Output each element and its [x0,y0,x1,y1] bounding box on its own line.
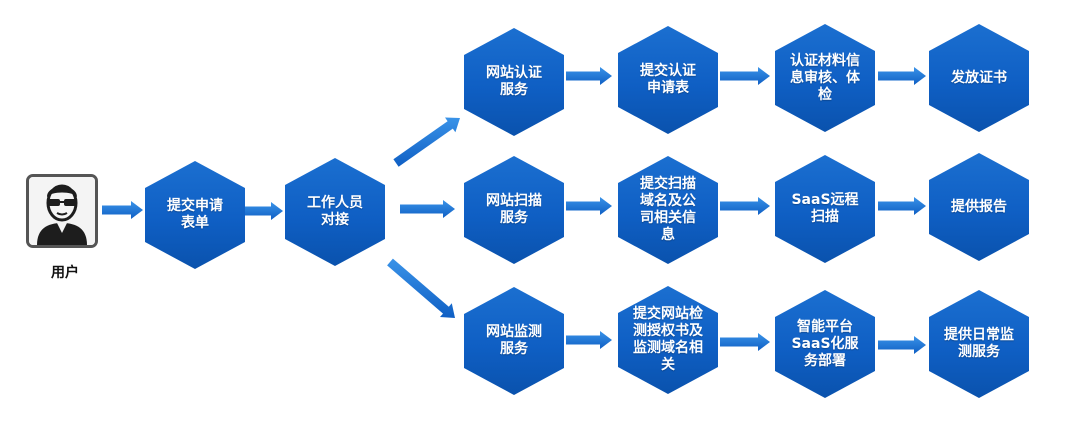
arrow-scan-to-info [566,197,612,215]
node-submit-scan-info: 提交扫描 域名及公 司相关信 息 [618,156,718,264]
user-label: 用户 [51,265,79,281]
node-submit-monitor-auth-label: 提交网站检 测授权书及 监测域名相 关 [633,306,703,373]
user-sunglasses-icon [29,177,95,245]
node-scan-service-label: 网站扫描 服务 [486,193,542,226]
node-saas-remote-scan-label: SaaS远程 扫描 [791,192,859,225]
node-cert-review-label: 认证材料信 息审核、体 检 [790,52,860,103]
arrow-auth-to-deploy [720,333,770,351]
arrow-user-to-form [102,201,143,219]
node-saas-remote-scan: SaaS远程 扫描 [775,155,875,263]
node-submit-scan-info-label: 提交扫描 域名及公 司相关信 息 [640,176,696,243]
node-provide-report: 提供报告 [929,153,1029,261]
node-issue-cert-label: 发放证书 [951,69,1007,86]
node-daily-monitor-label: 提供日常监 测服务 [944,327,1014,360]
node-staff-contact-label: 工作人员 对接 [307,195,363,228]
node-provide-report-label: 提供报告 [951,198,1007,215]
arrow-monitor-to-auth [566,331,612,349]
node-submit-form-label: 提交申请 表单 [167,198,223,231]
arrow-staff-to-cert [393,117,460,167]
node-saas-deploy: 智能平台 SaaS化服 务部署 [775,290,875,398]
node-submit-form: 提交申请 表单 [145,161,245,269]
node-monitor-service-label: 网站监测 服务 [486,324,542,357]
node-daily-monitor: 提供日常监 测服务 [929,290,1029,398]
arrow-request-to-review [720,67,770,85]
arrow-saas-scan-to-report [878,197,926,215]
user-avatar [26,174,98,248]
node-cert-service-label: 网站认证 服务 [486,65,542,98]
node-submit-monitor-auth: 提交网站检 测授权书及 监测域名相 关 [618,286,718,394]
arrow-staff-to-monitor [387,258,455,318]
arrow-review-to-issue [878,67,926,85]
arrow-staff-to-scan [400,200,455,218]
arrow-info-to-saas-scan [720,197,770,215]
node-issue-cert: 发放证书 [929,24,1029,132]
node-submit-cert-request: 提交认证 申请表 [618,26,718,134]
node-cert-review: 认证材料信 息审核、体 检 [775,24,875,132]
node-saas-deploy-label: 智能平台 SaaS化服 务部署 [791,318,859,369]
arrow-deploy-to-daily [878,336,926,354]
arrow-form-to-staff [243,202,283,220]
arrow-cert-to-request [566,67,612,85]
node-submit-cert-request-label: 提交认证 申请表 [640,63,696,96]
